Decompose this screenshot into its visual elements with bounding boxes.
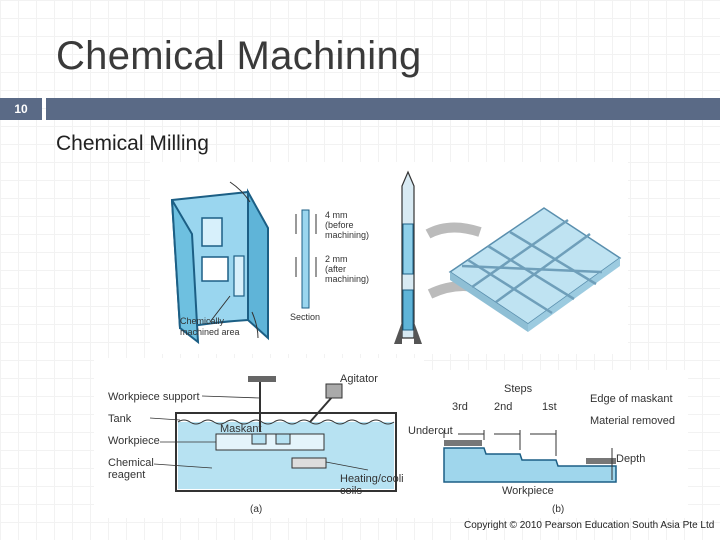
figure-a-illustration: Agitator Workpiece support Tank Workpiec… — [108, 373, 416, 515]
label-maskant: Maskant — [220, 423, 262, 435]
title-bar — [46, 98, 720, 120]
label-chemical: Chemical — [108, 457, 154, 469]
label-tank: Tank — [108, 413, 132, 425]
label-before-thickness: 4 mm — [325, 210, 348, 220]
rocket-drawing — [394, 170, 422, 344]
slide-subtitle: Chemical Milling — [56, 132, 209, 155]
label-reagent: reagent — [108, 469, 145, 481]
label-chem-area: Chemically — [180, 316, 225, 326]
figure-a-caption: (a) — [250, 504, 262, 515]
label-workpiece-support: Workpiece support — [108, 391, 200, 403]
label-steps: Steps — [504, 383, 533, 395]
label-second: 2nd — [494, 401, 512, 413]
workpiece-steps-drawing — [443, 430, 617, 483]
figure-top-illustration: Chemically machined area 4 mm (before ma… — [170, 170, 622, 345]
label-workpiece: Workpiece — [108, 435, 160, 447]
label-chem-area-2: machined area — [180, 327, 240, 337]
label-section: Section — [290, 312, 320, 322]
figure-b-panel: Steps 3rd 2nd 1st Edge of maskant Underc… — [404, 370, 688, 518]
label-after-text-2: machining) — [325, 274, 369, 284]
label-workpiece-b: Workpiece — [502, 485, 554, 497]
label-after-thickness: 2 mm — [325, 254, 348, 264]
figure-b-illustration: Steps 3rd 2nd 1st Edge of maskant Underc… — [408, 383, 675, 515]
machined-panel-drawing — [170, 181, 269, 345]
figure-top-panel: Chemically machined area 4 mm (before ma… — [150, 162, 628, 354]
label-coils: Heating/cooling — [340, 473, 416, 485]
label-before-text-2: machining) — [325, 230, 369, 240]
section-drawing — [295, 209, 317, 309]
isogrid-panel-drawing — [448, 207, 622, 332]
figure-b-caption: (b) — [552, 504, 564, 515]
label-edge-maskant: Edge of maskant — [590, 393, 673, 405]
label-after-text: (after — [325, 264, 346, 274]
slide-title: Chemical Machining — [56, 34, 422, 78]
label-first: 1st — [542, 401, 557, 413]
copyright-text: Copyright © 2010 Pearson Education South… — [464, 520, 715, 531]
label-agitator: Agitator — [340, 373, 378, 385]
label-depth: Depth — [616, 453, 645, 465]
tank-drawing — [175, 376, 397, 492]
label-before-text: (before — [325, 220, 354, 230]
label-coils-2: coils — [340, 485, 363, 497]
figure-a-panel: Agitator Workpiece support Tank Workpiec… — [94, 358, 424, 518]
label-third: 3rd — [452, 401, 468, 413]
label-undercut: Undercut — [408, 425, 453, 437]
label-material-removed: Material removed — [590, 415, 675, 427]
slide-number: 10 — [0, 98, 42, 120]
